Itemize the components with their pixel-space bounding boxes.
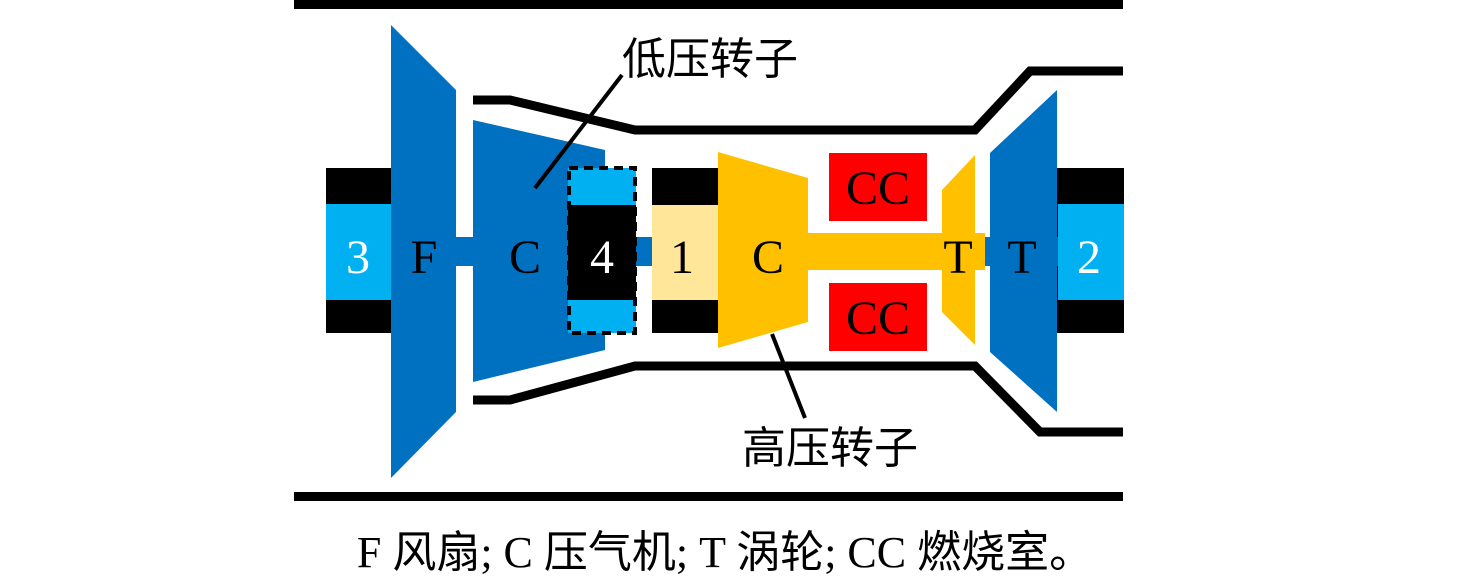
bearing-1 — [652, 205, 720, 300]
bearing-4-dashed-box — [567, 166, 637, 335]
bearing-4-label: 4 — [590, 231, 614, 284]
bearing-4-core — [568, 205, 636, 300]
bearing-1-label: 1 — [670, 231, 694, 284]
lp-rotor-leader-line — [533, 73, 624, 190]
hp-compressor — [718, 152, 808, 348]
legend-caption: F 风扇; C 压气机; T 涡轮; CC 燃烧室。 — [356, 528, 1094, 577]
bearing-3-label: 3 — [346, 231, 370, 284]
lp-rotor-callout: 低压转子 — [622, 34, 798, 85]
combustor-bottom-label: CC — [846, 292, 910, 345]
hp-rotor-leader-line — [770, 333, 807, 419]
core-casing-upper — [473, 66, 1123, 135]
bearing-2-label: 2 — [1077, 231, 1101, 284]
combustor-top — [829, 153, 927, 221]
combustor-bottom — [829, 283, 927, 351]
hp-compressor-label: C — [752, 231, 784, 284]
bearing-2 — [1058, 204, 1124, 300]
lp-compressor-label: C — [509, 231, 541, 284]
lp-turbine — [990, 90, 1057, 412]
bearing-3 — [326, 204, 396, 300]
fan-label: F — [411, 231, 438, 284]
hp-turbine — [942, 155, 975, 345]
lp-turbine-label: T — [1007, 231, 1036, 284]
outer-casing-bottom — [294, 492, 1123, 501]
core-casing-lower — [473, 361, 1123, 437]
combustor-top-label: CC — [846, 162, 910, 215]
outer-casing-top — [294, 0, 1123, 9]
fan-blade — [391, 25, 456, 478]
hp-rotor-callout: 高压转子 — [742, 423, 918, 474]
hp-turbine-label: T — [943, 231, 972, 284]
